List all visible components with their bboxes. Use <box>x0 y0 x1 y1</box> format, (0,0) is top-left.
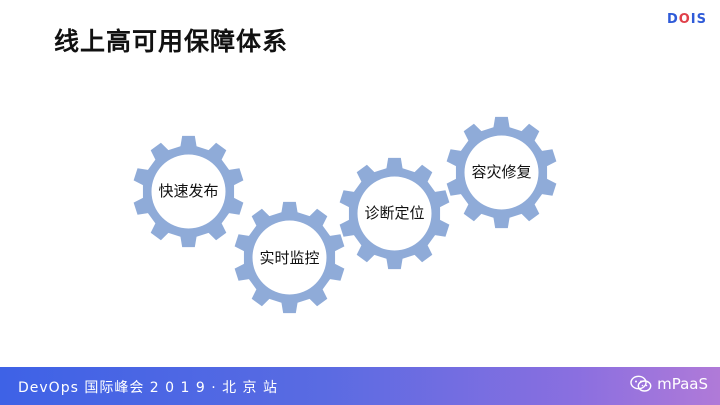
gear-teeth <box>133 135 244 248</box>
gear-teeth <box>234 201 345 314</box>
brand-name: mPaaS <box>657 375 708 393</box>
gear-label: 实时监控 <box>259 249 320 267</box>
gear-monitoring: 实时监控 <box>232 200 347 315</box>
dois-logo: DOIS <box>666 12 707 27</box>
brand: mPaaS <box>630 375 708 393</box>
gear-icon <box>446 116 557 229</box>
gear-icon <box>339 157 450 270</box>
event-name: DevOps 国际峰会 2 0 1 9 · 北 京 站 <box>18 380 279 396</box>
gear-teeth <box>446 116 557 229</box>
gear-recovery: 容灾修复 <box>444 115 559 230</box>
gear-label: 容灾修复 <box>471 163 532 181</box>
gear-label: 诊断定位 <box>364 204 425 222</box>
gear-teeth <box>339 157 450 270</box>
gear-icon <box>133 135 244 248</box>
slide-title: 线上高可用保障体系 <box>54 27 289 56</box>
gear-label: 快速发布 <box>158 182 219 200</box>
wechat-icon <box>630 375 652 392</box>
gear-diagnosis: 诊断定位 <box>337 156 452 271</box>
gear-icon <box>234 201 345 314</box>
footer-bar: DevOps 国际峰会 2 0 1 9 · 北 京 站 mPaaS <box>0 367 720 405</box>
gear-release: 快速发布 <box>131 134 246 249</box>
